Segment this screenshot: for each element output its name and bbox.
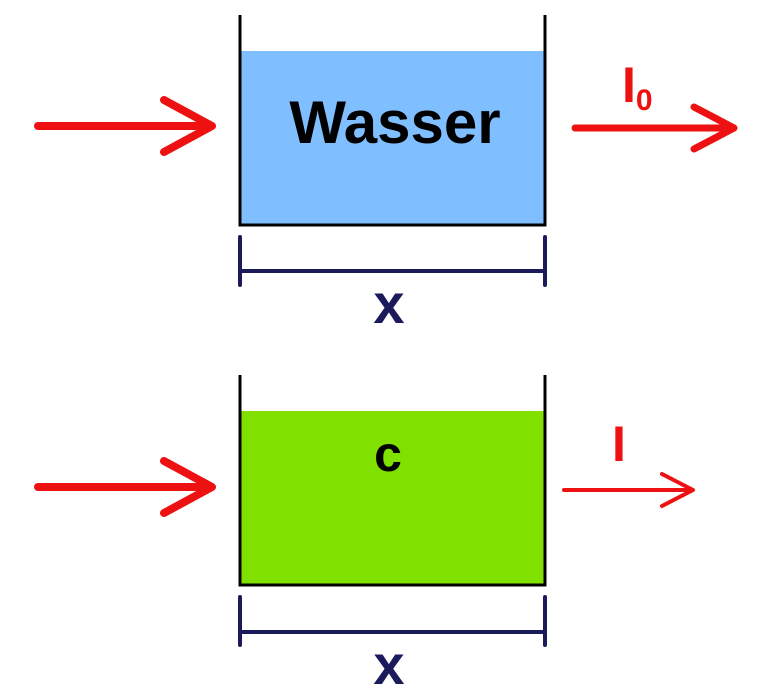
bottom-panel: c I x xyxy=(34,375,695,696)
top-panel: Wasser I0 x xyxy=(34,15,738,335)
top-width-label: x xyxy=(373,272,404,335)
bottom-cuvette-liquid xyxy=(240,411,545,585)
intensity-symbol: I xyxy=(622,57,636,113)
bottom-output-arrow xyxy=(562,472,695,508)
top-cuvette-outline xyxy=(238,15,547,227)
top-output-arrow xyxy=(571,103,738,153)
bottom-content-label: c xyxy=(374,426,402,482)
bottom-output-label: I xyxy=(612,416,626,472)
top-width-dimension xyxy=(238,235,547,287)
bottom-cuvette-outline xyxy=(238,375,547,587)
bottom-input-arrow xyxy=(34,457,216,517)
top-content-label: Wasser xyxy=(289,89,500,156)
top-output-label: I0 xyxy=(622,57,653,117)
top-input-arrow xyxy=(34,96,216,156)
bottom-width-dimension xyxy=(238,595,547,647)
bottom-width-label: x xyxy=(373,633,404,696)
intensity-subscript: 0 xyxy=(636,84,653,117)
top-cuvette-liquid xyxy=(240,51,545,225)
